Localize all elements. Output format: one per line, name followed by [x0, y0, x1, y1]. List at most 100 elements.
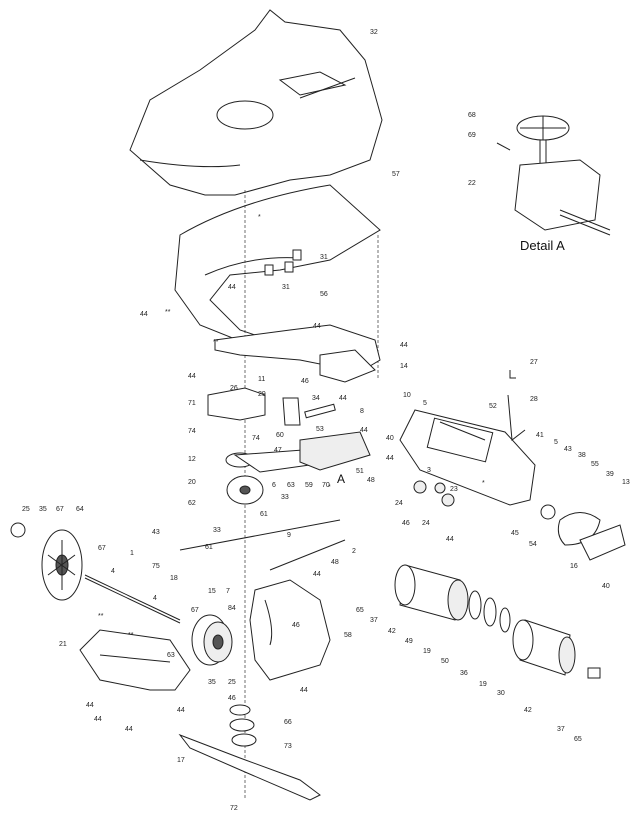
part-number: 6	[272, 482, 276, 489]
gearbox-assembly	[225, 431, 371, 505]
part-number: 65	[574, 736, 582, 743]
upper-frame	[214, 324, 381, 383]
part-number: 44	[188, 373, 196, 380]
detail-a-label: Detail A	[520, 238, 565, 253]
part-number: 48	[367, 477, 375, 484]
part-number: 4	[153, 595, 157, 602]
bracket-parts	[207, 387, 336, 426]
part-number: 62	[188, 500, 196, 507]
part-number: 24	[422, 520, 430, 527]
part-number: 29	[258, 391, 266, 398]
part-number: 25	[22, 506, 30, 513]
part-number: 43	[152, 529, 160, 536]
part-number: 61	[260, 511, 268, 518]
part-number: 44	[177, 707, 185, 714]
part-number: 70	[322, 482, 330, 489]
part-number: 44	[400, 342, 408, 349]
deck-guard	[174, 184, 381, 346]
part-number: 54	[529, 541, 537, 548]
part-number: 53	[316, 426, 324, 433]
part-number: 43	[564, 446, 572, 453]
part-number: 25	[228, 679, 236, 686]
hubcap-25	[10, 522, 26, 538]
part-number: 48	[331, 559, 339, 566]
part-number: 84	[228, 605, 236, 612]
part-number: 7	[226, 588, 230, 595]
part-number: 20	[188, 479, 196, 486]
part-number: 74	[188, 428, 196, 435]
part-number: *	[258, 214, 261, 221]
part-number: 36	[460, 670, 468, 677]
part-number: 15	[208, 588, 216, 595]
pin-27	[509, 370, 516, 379]
part-number: 44	[446, 536, 454, 543]
part-number: 5	[554, 439, 558, 446]
roller-housing	[399, 409, 536, 506]
part-number: 68	[468, 112, 476, 119]
part-number: 59	[305, 482, 313, 489]
lever-28	[507, 394, 526, 441]
part-number: 50	[441, 658, 449, 665]
front-wheel-left	[41, 529, 83, 601]
part-number: 33	[281, 494, 289, 501]
blade	[178, 733, 321, 801]
part-number: 44	[300, 687, 308, 694]
part-number: 3	[427, 467, 431, 474]
part-number: 19	[423, 648, 431, 655]
rear-flap	[249, 579, 331, 681]
part-number: 2	[352, 548, 356, 555]
part-number: 24	[395, 500, 403, 507]
part-number: 32	[370, 29, 378, 36]
part-number: 67	[191, 607, 199, 614]
part-number: 71	[188, 400, 196, 407]
cable-2	[269, 539, 346, 571]
part-number: 47	[274, 447, 282, 454]
part-number: 44	[125, 726, 133, 733]
part-number: *	[328, 484, 331, 491]
part-number: 35	[39, 506, 47, 513]
front-frame	[79, 629, 191, 691]
part-number: 63	[167, 652, 175, 659]
part-number: 57	[392, 171, 400, 178]
part-number: 30	[497, 690, 505, 697]
part-number: 40	[386, 435, 394, 442]
callout-a: A	[337, 472, 345, 486]
part-number: 34	[312, 395, 320, 402]
part-number: 21	[59, 641, 67, 648]
part-number: 31	[320, 254, 328, 261]
rear-wheel	[191, 614, 233, 666]
part-number: 4	[111, 568, 115, 575]
part-number: 67	[56, 506, 64, 513]
detail-a-gearbox	[496, 115, 611, 236]
part-number: 67	[98, 545, 106, 552]
part-number: **	[128, 632, 134, 639]
part-number: 44	[313, 571, 321, 578]
mower-deck	[129, 9, 383, 196]
part-number: 23	[450, 486, 458, 493]
part-number: 17	[177, 757, 185, 764]
part-number: 58	[344, 632, 352, 639]
part-number: 14	[400, 363, 408, 370]
part-number: 13	[622, 479, 630, 486]
part-number: *	[482, 480, 485, 487]
part-number: 35	[208, 679, 216, 686]
part-number: **	[213, 339, 219, 346]
part-number: 1	[130, 550, 134, 557]
part-number: 63	[287, 482, 295, 489]
part-number: 74	[252, 435, 260, 442]
cable-61	[179, 519, 341, 551]
part-number: 37	[370, 617, 378, 624]
part-number: 39	[606, 471, 614, 478]
part-number: 61	[205, 544, 213, 551]
part-number: 10	[403, 392, 411, 399]
part-number: 44	[360, 427, 368, 434]
part-number: 64	[76, 506, 84, 513]
part-number: 46	[301, 378, 309, 385]
part-number: 51	[356, 468, 364, 475]
part-number: 28	[530, 396, 538, 403]
part-number: 44	[313, 323, 321, 330]
front-axle-edge	[84, 577, 181, 624]
front-axle	[84, 574, 181, 621]
part-number: 46	[228, 695, 236, 702]
